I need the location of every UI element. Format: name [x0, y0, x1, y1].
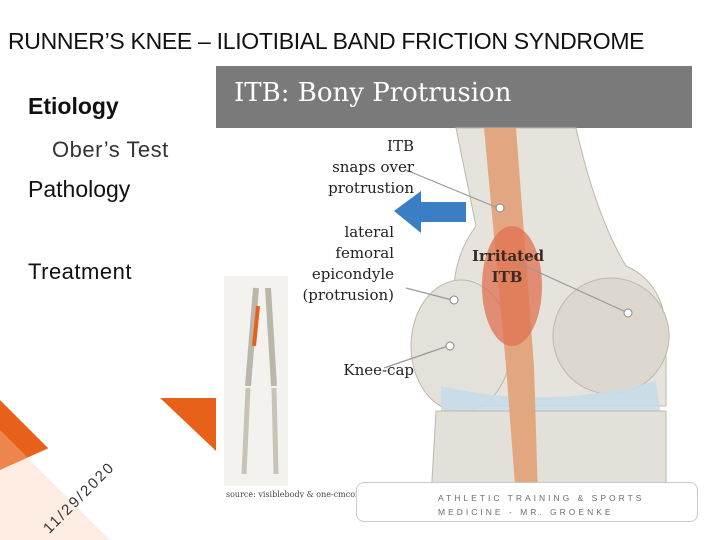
label-epicondyle: lateral femoral epicondyle (protrusion): [302, 223, 394, 304]
white-overlay: [0, 398, 236, 540]
label-kneecap: Knee-cap: [343, 361, 414, 379]
figure-source: source: visiblebody & one-cmcorp: [226, 490, 365, 498]
figure-banner: [216, 66, 692, 128]
itb-figure: ITB: Bony Protrusion ITB: [216, 66, 692, 498]
bullet-pathology: Pathology: [28, 176, 131, 202]
slide-title: RUNNER’S KNEE – ILIOTIBIAL BAND FRICTION…: [8, 28, 645, 54]
label-itb-snaps: ITB snaps over protrustion: [328, 137, 414, 197]
bullet-treatment: Treatment: [28, 259, 132, 284]
bullet-obers-test: Ober’s Test: [52, 137, 169, 162]
footer-box: [356, 482, 698, 522]
irritated-zone: [482, 226, 542, 346]
bullet-etiology: Etiology: [28, 93, 119, 119]
figure-title: ITB: Bony Protrusion: [234, 78, 512, 108]
blue-arrow-icon: [394, 191, 466, 233]
knee-illustration: [224, 127, 670, 498]
footer-text: ATHLETIC TRAINING & SPORTS MEDICINE - MR…: [438, 493, 645, 517]
pointer-dot: [495, 203, 505, 213]
tibia-shape: [430, 410, 667, 498]
faint-triangle: [0, 430, 110, 540]
pointer-dot: [445, 341, 455, 351]
label-irritated-itb: Irritated ITB: [472, 247, 545, 286]
pointer-dot: [449, 295, 459, 305]
femoral-condyle: [552, 277, 670, 395]
pointer-dot: [623, 308, 633, 318]
